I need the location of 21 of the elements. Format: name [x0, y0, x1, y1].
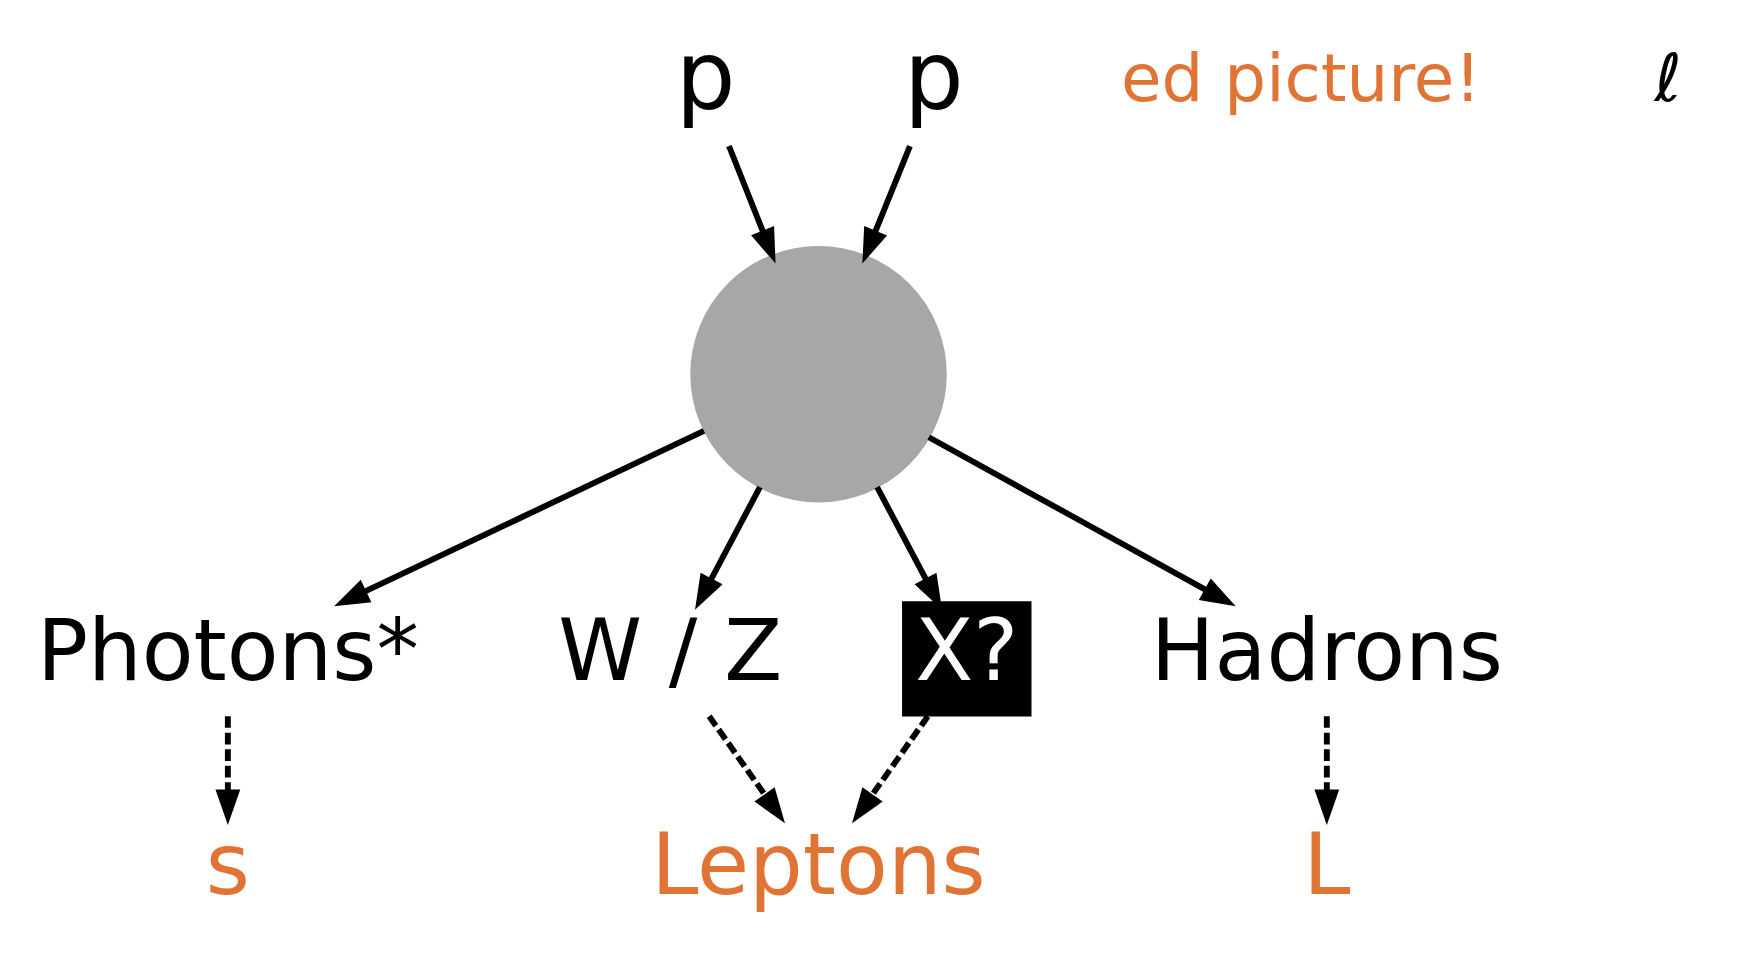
node-text: Leptons [650, 814, 986, 914]
arrow [861, 144, 913, 264]
node-text: p [903, 21, 964, 131]
arrow [333, 428, 705, 607]
arrow [851, 714, 930, 824]
node-text: L [1302, 814, 1350, 914]
arrow [725, 144, 776, 264]
arrow [706, 714, 785, 824]
label: ed picture! [1120, 39, 1481, 117]
node-circle [689, 245, 947, 503]
node-box: X? [901, 601, 1031, 717]
node-text: Photons* [36, 600, 419, 700]
arrow [694, 485, 763, 610]
label: ℓ [1653, 39, 1682, 117]
arrow [214, 716, 240, 825]
node-text: W / Z [557, 600, 782, 700]
node-text: p [675, 21, 735, 131]
node-text: s [205, 814, 250, 914]
arrow [926, 434, 1236, 607]
node-text: Hadrons [1150, 600, 1503, 700]
arrow [1313, 716, 1339, 825]
